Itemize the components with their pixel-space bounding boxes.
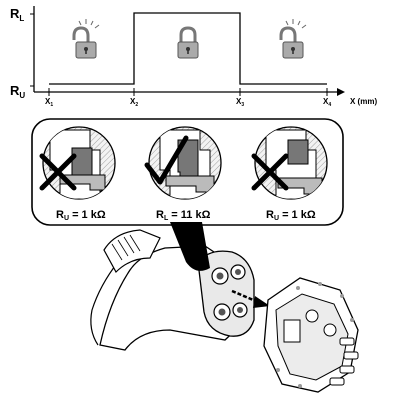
panel-2-label-main: R bbox=[156, 209, 164, 221]
cross-icon bbox=[39, 153, 77, 191]
vehicle-inlet-illustration bbox=[263, 277, 359, 393]
connector-illustration bbox=[90, 229, 359, 393]
x1-main: X bbox=[45, 97, 51, 106]
plug-pin-3-core bbox=[218, 308, 226, 316]
x-tick-label-4: X4 bbox=[323, 97, 331, 108]
resistance-graph: RL RU X1 X2 X3 X4 X (mm) bbox=[10, 6, 377, 108]
y-bottom-label-main: R bbox=[10, 83, 20, 98]
plug-pin-1-core bbox=[216, 272, 224, 280]
unlocked-padlock-icon bbox=[279, 19, 307, 59]
y-axis-label-bottom: RU bbox=[10, 83, 25, 100]
insertion-arrow-icon bbox=[231, 289, 270, 308]
contact-state-panel: RU = 1 kΩ RL = 11 kΩ bbox=[31, 118, 344, 271]
panel-label-2: RL = 11 kΩ bbox=[156, 209, 211, 222]
panel-1-label-sub: U bbox=[64, 215, 69, 222]
charging-plug-cable bbox=[90, 261, 119, 346]
panel-3-label-main: R bbox=[266, 209, 274, 221]
locked-padlock-icon bbox=[177, 26, 199, 59]
panel-label-3: RU = 1 kΩ bbox=[266, 209, 316, 222]
x-tick-label-3: X3 bbox=[236, 97, 244, 108]
x2-sub: 2 bbox=[135, 102, 138, 108]
plug-pin-4-core bbox=[237, 307, 243, 313]
panel-2-label-value: = 11 kΩ bbox=[168, 209, 210, 221]
x-axis-label: X (mm) bbox=[350, 97, 377, 106]
x-ticks bbox=[48, 88, 328, 96]
unlocked-padlock-icon bbox=[72, 19, 100, 59]
detail-circle-3 bbox=[251, 126, 328, 200]
x-tick-label-2: X2 bbox=[130, 97, 138, 108]
grip-ridges bbox=[111, 234, 141, 261]
x1-sub: 1 bbox=[50, 102, 53, 108]
panel-1-label-value: = 1 kΩ bbox=[69, 209, 106, 221]
y-top-label-main: R bbox=[10, 6, 20, 21]
y-bottom-label-sub: U bbox=[19, 91, 25, 100]
x2-main: X bbox=[130, 97, 136, 106]
callout-pointer bbox=[170, 222, 210, 271]
panel-label-1: RU = 1 kΩ bbox=[56, 209, 106, 222]
panel-3-label-sub: U bbox=[274, 215, 279, 222]
detail-circle-2 bbox=[144, 126, 222, 200]
y-top-label-sub: L bbox=[19, 14, 24, 23]
y-axis-label-top: RL bbox=[10, 6, 24, 23]
plug-pin-2-core bbox=[235, 269, 241, 275]
cross-icon bbox=[251, 153, 289, 191]
resistance-trace bbox=[49, 12, 327, 85]
x3-main: X bbox=[236, 97, 242, 106]
x3-sub: 3 bbox=[241, 102, 244, 108]
panel-3-label-value: = 1 kΩ bbox=[279, 209, 316, 221]
check-icon bbox=[144, 135, 189, 185]
panel-1-label-main: R bbox=[56, 209, 64, 221]
panel-2-label-sub: L bbox=[164, 215, 169, 222]
x-axis-arrow-icon bbox=[337, 88, 345, 96]
x4-sub: 4 bbox=[328, 102, 331, 108]
detail-circle-1 bbox=[39, 126, 116, 200]
x4-main: X bbox=[323, 97, 329, 106]
x-tick-label-1: X1 bbox=[45, 97, 53, 108]
